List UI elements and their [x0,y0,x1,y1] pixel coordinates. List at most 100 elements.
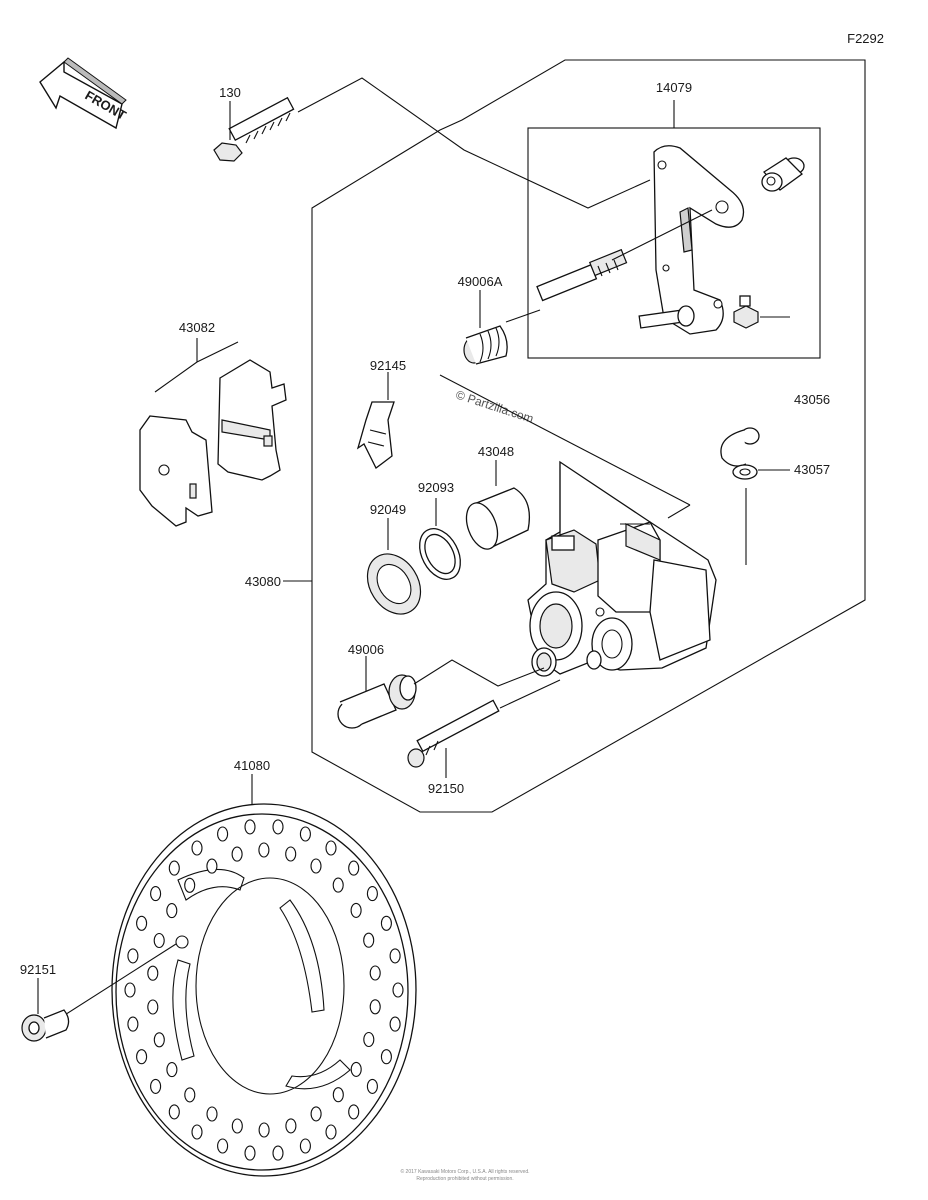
disc-hole [363,932,375,948]
disc-hole [332,1087,344,1103]
disc-hole [366,1078,378,1094]
label-49006a: 49006A [458,274,503,289]
disc-hole [217,1138,229,1154]
disc-hole [191,1124,203,1140]
footer-line-2: Reproduction prohibited without permissi… [416,1176,513,1182]
label-130: 130 [219,85,241,100]
brake-disc-part [111,803,417,1177]
disc-hole [168,1104,180,1120]
leader-130-to-bracket [297,77,651,209]
disc-hole [325,840,337,856]
pad-spring-part [356,401,395,469]
disc-hole [206,1106,218,1122]
disc-hole [153,1032,165,1048]
disc-hole [299,826,311,842]
piston-seal-part [419,528,461,580]
watermark: © Partzilla.com [454,388,535,426]
disc-hole [166,903,178,919]
bolt-130-part [213,96,295,162]
bleeder-valve-part [733,295,790,329]
disc-hole [150,1078,162,1094]
disc-hole [332,877,344,893]
disc-hole [380,1049,392,1065]
disc-hole [231,1118,243,1134]
disc-hole [350,1061,362,1077]
disc-hole [127,1016,139,1032]
leader-92151-to-disc [59,943,177,1019]
disc-hole [244,1145,256,1161]
label-43057: 43057 [794,462,830,477]
disc-hole [127,948,139,964]
disc-hole [325,1124,337,1140]
disc-hole [231,846,243,862]
disc-hole [310,858,322,874]
brake-pad-rear-part [139,415,213,527]
disc-hole [258,842,270,858]
disc-hole [136,915,148,931]
footer-line-1: © 2017 Kawasaki Motors Corp., U.S.A. All… [400,1168,529,1175]
label-43056: 43056 [794,392,830,407]
disc-hole [206,858,218,874]
disc-hole [310,1106,322,1122]
label-92151: 92151 [20,962,56,977]
disc-hole [389,1016,401,1032]
disc-hole [363,1031,375,1048]
disc-hole [184,1087,196,1103]
caliper-assembly-outline [311,59,866,813]
caliper-body-part [527,460,717,677]
disc-bolt-92151-part [21,1009,70,1042]
disc-hole [366,886,378,902]
disc-hole [166,1062,178,1078]
leader-49006a-pin [505,309,541,323]
disc-hole [285,846,297,862]
leader-49006-to-caliper [413,659,545,687]
disc-hole [168,860,180,876]
disc-hole [244,819,256,835]
label-49006: 49006 [348,642,384,657]
disc-hole [272,1145,284,1161]
piston-part [465,487,531,550]
disc-hole [348,860,360,876]
disc-hole [191,840,203,856]
label-41080: 41080 [234,758,270,773]
bleeder-cap-part [720,427,790,480]
disc-hole [299,1138,311,1154]
label-92093: 92093 [418,480,454,495]
pin-boot-49006a-part [463,325,508,365]
leader-bracket-pin [611,209,713,261]
label-92049: 92049 [370,502,406,517]
disc-hole [272,819,284,835]
brake-pad-front-part [217,359,287,481]
disc-hole [369,999,381,1015]
diagram-code: F2292 [847,31,884,46]
disc-hole [147,965,159,981]
disc-hole [150,886,162,902]
label-43082: 43082 [179,320,215,335]
leader-pad-spring [439,374,691,506]
front-direction-arrow-icon: FRONT [39,57,129,130]
label-14079: 14079 [656,80,692,95]
disc-hole [124,982,136,998]
disc-hole [153,932,165,949]
disc-hole [258,1122,270,1138]
slide-pin-49006-part [337,674,417,729]
disc-hole [389,948,401,964]
disc-hole [369,965,381,981]
disc-hole [184,877,196,893]
caliper-bracket-part [536,145,805,335]
label-92145: 92145 [370,358,406,373]
disc-hole [217,826,229,842]
label-43048: 43048 [478,444,514,459]
disc-hole [147,999,159,1015]
label-92150: 92150 [428,781,464,796]
leader-92150-to-caliper [499,679,561,709]
disc-hole [392,982,404,998]
disc-hole [285,1118,297,1134]
caliper-bolt-92150-part [407,699,500,768]
dust-seal-part [366,553,422,615]
label-43080: 43080 [245,574,281,589]
disc-hole [348,1104,360,1120]
disc-vent-holes [124,819,404,1161]
disc-hole [350,902,362,918]
